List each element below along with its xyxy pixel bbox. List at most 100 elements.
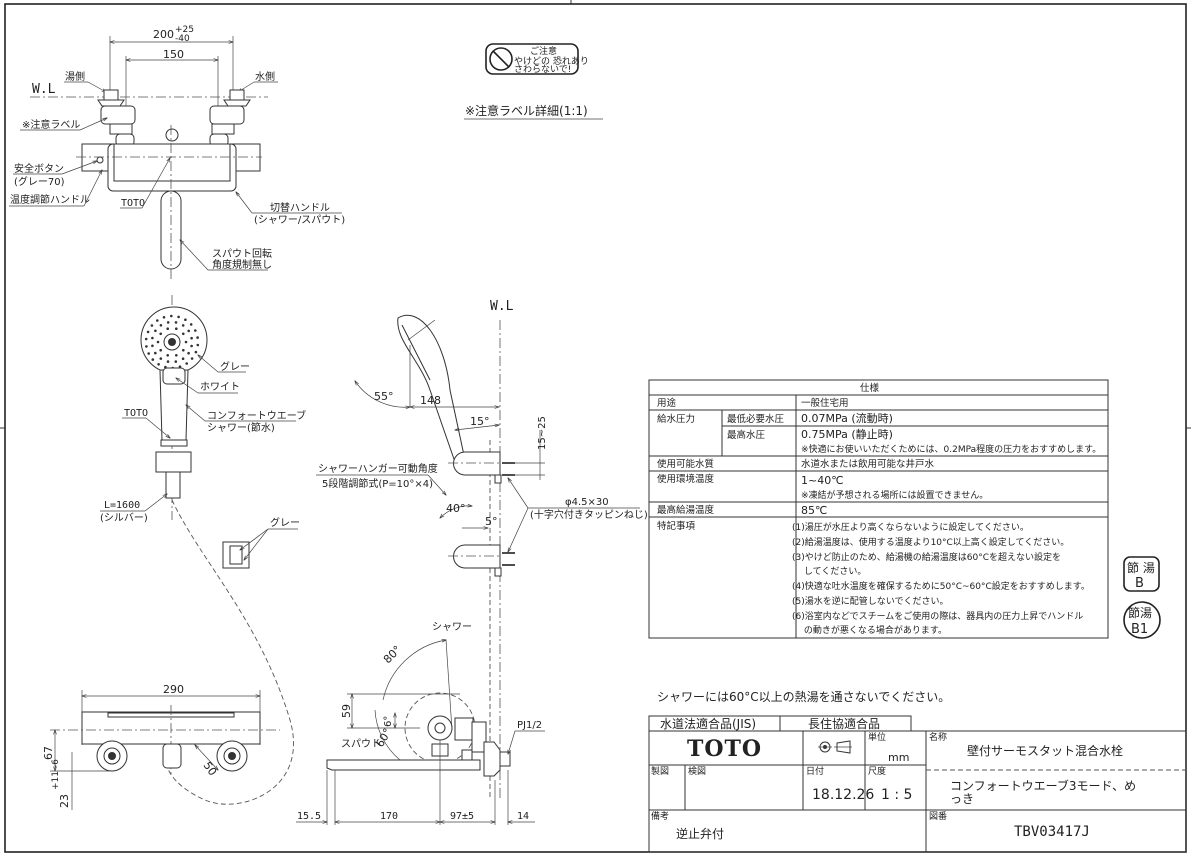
svg-text:の動きが悪くなる場合があります。: の動きが悪くなる場合があります。 xyxy=(792,624,947,636)
title-block: 水道法適合品(JIS) 長住協適合品 TOTO 単位 mm 名称 壁付サーモスタ… xyxy=(648,715,1187,853)
svg-text:80°: 80° xyxy=(381,643,404,666)
warning-note: シャワーには60°C以上の熱湯を通さないでください。 xyxy=(657,690,950,704)
svg-text:(5)湯水を逆に配管しないでください。: (5)湯水を逆に配管しないでください。 xyxy=(792,595,948,607)
spray-hole-dot xyxy=(194,350,198,354)
spray-hole-dot xyxy=(166,354,169,357)
spray-hole-dot xyxy=(166,321,170,324)
spray-hole-dot xyxy=(190,336,193,340)
svg-text:水道水または飲用可能な井戸水: 水道水または飲用可能な井戸水 xyxy=(801,458,935,470)
svg-text:85℃: 85℃ xyxy=(801,504,827,517)
svg-text:っき: っき xyxy=(950,792,974,806)
svg-text:φ4.5×30: φ4.5×30 xyxy=(565,497,609,508)
svg-text:170: 170 xyxy=(380,811,398,822)
spray-hole-dot xyxy=(181,324,185,327)
svg-text:給水圧力: 給水圧力 xyxy=(657,413,695,425)
svg-text:グレー: グレー xyxy=(220,360,250,373)
toto-logo: TOTO xyxy=(687,736,762,762)
spray-hole-dot xyxy=(196,343,200,347)
water-saving-badges: 節 湯 B 節湯 B1 xyxy=(1123,556,1161,639)
svg-text:55°: 55° xyxy=(374,390,394,403)
svg-text:日付: 日付 xyxy=(806,766,824,777)
svg-text:40°: 40° xyxy=(446,502,466,515)
spray-hole-dot xyxy=(156,340,160,344)
svg-text:(6)浴室内などでスチームをご使用の際は、器具内の圧力上昇で: (6)浴室内などでスチームをご使用の際は、器具内の圧力上昇でハンドル xyxy=(792,610,1083,622)
svg-text:15°: 15° xyxy=(470,415,490,428)
svg-text:節 湯: 節 湯 xyxy=(1127,560,1155,575)
svg-text:1~40℃: 1~40℃ xyxy=(801,474,844,487)
spec-table: 仕様 用途 一般住宅用 給水圧力 最低必要水圧 0.07MPa (流動時) 最高… xyxy=(648,379,1109,639)
svg-text:(1)湯圧が水圧より高くならないように設定してください。: (1)湯圧が水圧より高くならないように設定してください。 xyxy=(792,521,1029,533)
drawing-number: TBV03417J xyxy=(1014,824,1090,840)
spray-hole-dot xyxy=(174,321,178,324)
svg-text:角度規制無し: 角度規制無し xyxy=(212,258,272,271)
spray-hole-dot xyxy=(156,319,159,322)
svg-text:用途: 用途 xyxy=(657,397,677,409)
svg-text:TOTO: TOTO xyxy=(124,408,148,419)
svg-text:スパウト: スパウト xyxy=(341,738,381,750)
spray-hole-dot xyxy=(190,344,193,348)
spray-hole-dot xyxy=(146,330,150,334)
svg-text:最高水圧: 最高水圧 xyxy=(727,429,766,441)
spray-hole-dot xyxy=(159,324,163,327)
svg-text:0.07MPa (流動時): 0.07MPa (流動時) xyxy=(801,411,893,425)
svg-text:ホワイト: ホワイト xyxy=(200,381,240,393)
badge-b xyxy=(1123,556,1160,592)
svg-text:(シャワー/スパウト): (シャワー/スパウト) xyxy=(254,214,345,226)
svg-text:(4)快適な吐水温度を確保するために50°C~60°C設定を: (4)快適な吐水温度を確保するために50°C~60°C設定をおすすめします。 xyxy=(792,580,1090,592)
side-view: シャワー 80° 59 6° スパウト 60° PJ1/2 15.5 xyxy=(296,622,545,825)
spray-hole-dot xyxy=(151,344,154,348)
spray-hole-dot xyxy=(144,337,148,341)
svg-text:5段階調節式(P=10°×4): 5段階調節式(P=10°×4) xyxy=(322,477,433,490)
front-view: 200 +25 -40 150 W.L 湯側 水側 xyxy=(9,25,345,280)
svg-text:水側: 水側 xyxy=(255,70,275,83)
dim-290: 290 xyxy=(163,683,184,696)
spray-hole-dot xyxy=(159,332,162,336)
caution-label-detail: ご注意 やけどの 恐れあり さわらないで! ※注意ラベル詳細(1:1) xyxy=(464,43,603,120)
svg-text:TOTO: TOTO xyxy=(121,198,145,209)
caution-label-caption: ※注意ラベル詳細(1:1) xyxy=(465,103,588,118)
spray-hole-dot xyxy=(175,327,178,331)
scale-value: 1 : 5 xyxy=(881,787,912,803)
spec-table-title: 仕様 xyxy=(860,382,880,394)
spray-hole-dot xyxy=(187,351,190,355)
spray-hole-dot xyxy=(174,360,178,363)
svg-text:+11 -6: +11 -6 xyxy=(51,759,61,790)
svg-text:コンフォートウエーブ: コンフォートウエーブ xyxy=(207,409,306,422)
svg-text:14: 14 xyxy=(517,811,529,822)
svg-text:一般住宅用: 一般住宅用 xyxy=(801,397,849,409)
projection-symbol-icon xyxy=(818,740,852,754)
svg-text:名称: 名称 xyxy=(929,731,947,743)
svg-text:(3)やけど防止のため、給湯機の給湯温度は60°Cを超えない: (3)やけど防止のため、給湯機の給湯温度は60°Cを超えない設定を xyxy=(792,551,1061,563)
svg-text:使用環境温度: 使用環境温度 xyxy=(657,473,715,485)
spray-hole-dot xyxy=(159,348,162,352)
spray-hole-dot xyxy=(154,351,157,355)
svg-text:(十字穴付きタッピンねじ): (十字穴付きタッピンねじ) xyxy=(530,508,648,521)
svg-text:製図: 製図 xyxy=(651,765,669,777)
spray-hole-dot xyxy=(187,329,190,333)
spray-hole-dot xyxy=(154,329,157,333)
svg-text:コンフォートウエーブ3モード、め: コンフォートウエーブ3モード、め xyxy=(950,778,1136,793)
svg-text:やけどの 恐れあり: やけどの 恐れあり xyxy=(514,56,589,67)
svg-text:(グレー70): (グレー70) xyxy=(14,175,65,188)
svg-text:検図: 検図 xyxy=(688,765,706,777)
svg-text:23: 23 xyxy=(58,794,71,808)
cert-jis: 水道法適合品(JIS) xyxy=(660,716,756,731)
svg-text:mm: mm xyxy=(888,751,909,764)
spray-hole-dot xyxy=(178,365,182,369)
svg-text:15.5: 15.5 xyxy=(297,811,321,822)
svg-text:さわらないで!: さわらないで! xyxy=(514,64,571,75)
dim-150: 150 xyxy=(163,48,184,61)
shower-hanger-side-view: W.L 55° 148 15° 15~25 シャワーハンガー可動角度 5段階調節… xyxy=(316,299,648,800)
svg-text:湯側: 湯側 xyxy=(65,70,85,83)
svg-text:※注意ラベル: ※注意ラベル xyxy=(22,118,80,131)
svg-text:B: B xyxy=(1135,576,1144,591)
water-level-label: W.L xyxy=(32,82,56,97)
svg-text:安全ボタン: 安全ボタン xyxy=(14,162,64,175)
top-view: 290 67 23 +11 -6 50 xyxy=(42,683,280,810)
spray-hole-dot xyxy=(162,316,166,319)
spray-hole-dot xyxy=(196,336,199,339)
spray-hole-dot xyxy=(151,336,154,340)
svg-text:59: 59 xyxy=(340,704,353,718)
svg-text:6°: 6° xyxy=(383,716,394,727)
